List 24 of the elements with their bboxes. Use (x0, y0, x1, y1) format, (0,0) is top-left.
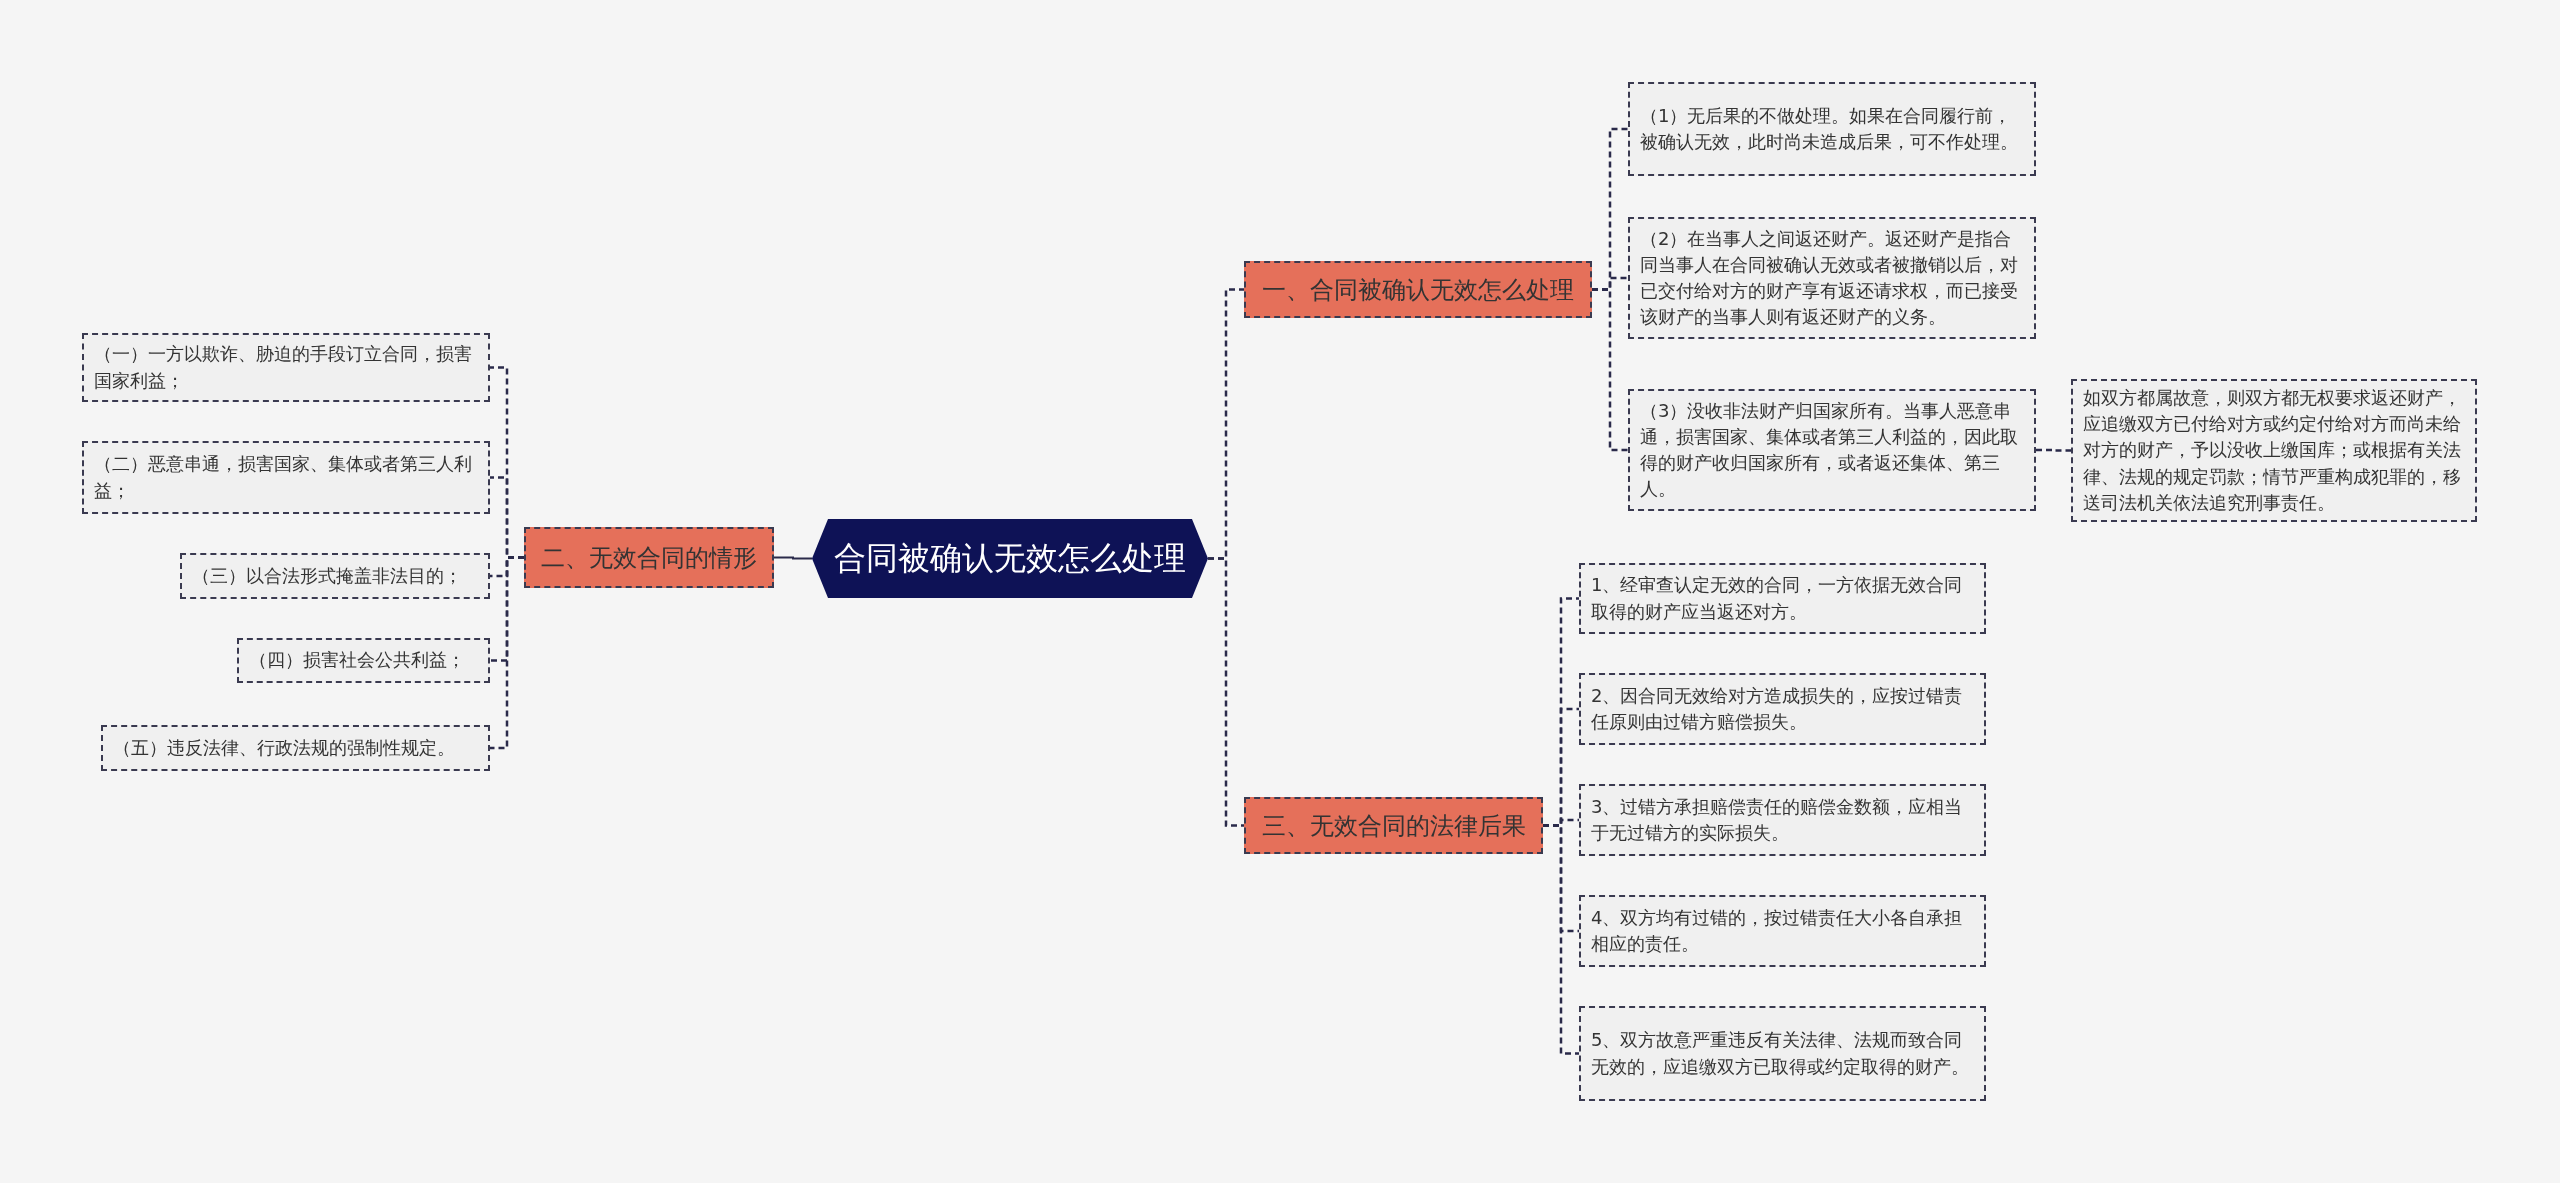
connector-line (1543, 824, 1579, 1055)
text-box: （一）一方以欺诈、胁迫的手段订立合同，损害国家利益； (82, 333, 490, 402)
text-box: 3、过错方承担赔偿责任的赔偿金数额，应相当于无过错方的实际损失。 (1579, 784, 1986, 856)
connector-line (773, 556, 813, 560)
branch-box: 二、无效合同的情形 (524, 527, 774, 588)
text-box: （四）损害社会公共利益； (237, 638, 490, 683)
text-box: （2）在当事人之间返还财产。返还财产是指合同当事人在合同被确认无效或者被撤销以后，对已交付给对方的财产享有返还请求权，而已接受该财产的当事人则有返还财产的义务。 (1628, 217, 2036, 339)
connector-line (1208, 557, 1244, 827)
topic-hexagon: 合同被确认无效怎么处理 (812, 519, 1208, 598)
text-box: 1、经审查认定无效的合同，一方依据无效合同取得的财产应当返还对方。 (1579, 563, 1986, 634)
branch-box: 三、无效合同的法律后果 (1244, 797, 1543, 854)
text-box: （三）以合法形式掩盖非法目的； (180, 553, 490, 599)
text-box: （二）恶意串通，损害国家、集体或者第三人利益； (82, 441, 490, 514)
text-box: （1）无后果的不做处理。如果在合同履行前，被确认无效，此时尚未造成后果，可不作处理。 (1628, 82, 2036, 176)
text-box: （五）违反法律、行政法规的强制性规定。 (101, 725, 490, 771)
connector-line (1592, 288, 1628, 452)
branch-box: 一、合同被确认无效怎么处理 (1244, 261, 1592, 318)
text-box: 5、双方故意严重违反有关法律、法规而致合同无效的，应追缴双方已取得或约定取得的财产。 (1579, 1006, 1986, 1101)
text-box: 如双方都属故意，则双方都无权要求返还财产，应追缴双方已付给对方或约定付给对方而尚未给对方的财产，予以没收上缴国库；或根据有关法律、法规的规定罚款；情节严重构成犯罪的，移送司法机关依法追究刑事责任。 (2071, 379, 2477, 522)
connector-line (490, 556, 524, 750)
text-box: 2、因合同无效给对方造成损失的，应按过错责任原则由过错方赔偿损失。 (1579, 673, 1986, 745)
text-box: 4、双方均有过错的，按过错责任大小各自承担相应的责任。 (1579, 895, 1986, 967)
connector-line (2036, 448, 2071, 452)
text-box: （3）没收非法财产归国家所有。当事人恶意串通，损害国家、集体或者第三人利益的，因此取得的财产收归国家所有，或者返还集体、第三人。 (1628, 389, 2036, 511)
